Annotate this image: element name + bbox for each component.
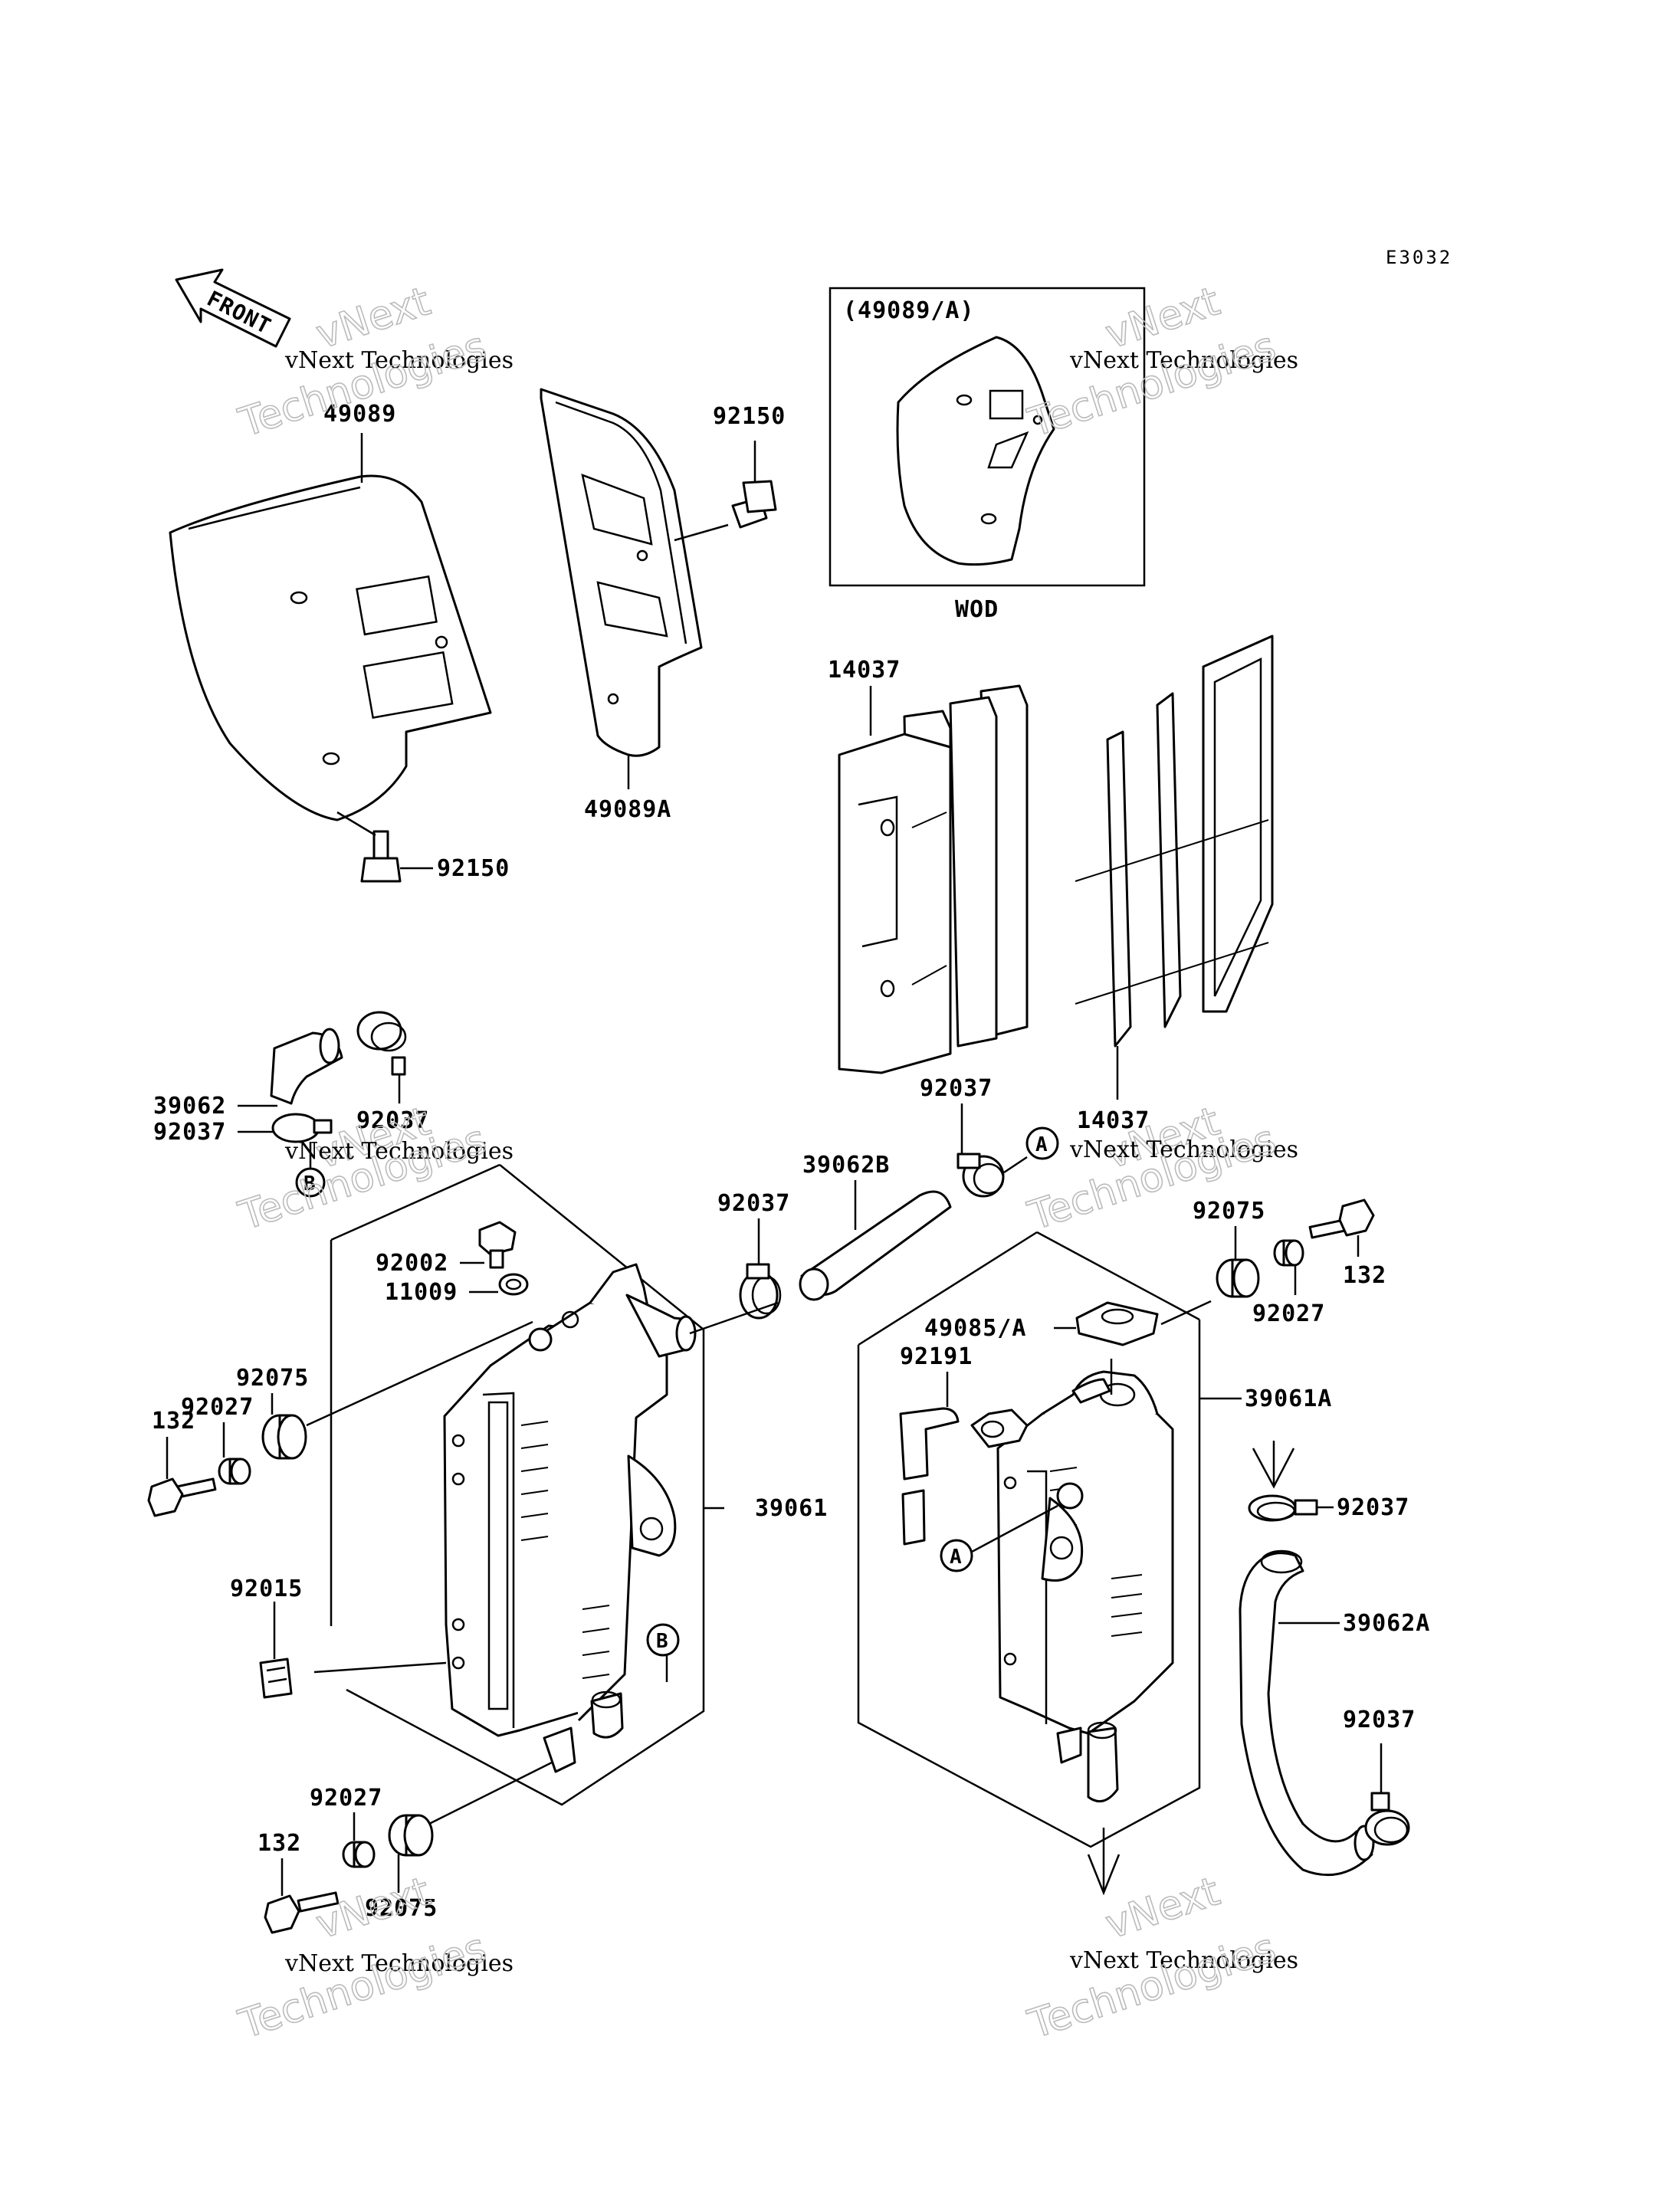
svg-text:B: B [656,1630,669,1653]
hose-clamp-92037-left-icon [271,1113,333,1143]
marker-b-top: B [295,1167,326,1198]
callout-92037-left-upper: 92037 [356,1107,429,1134]
svg-text:Technologies: Technologies [234,1925,492,2048]
hose-clamp-92037-right-icon [1248,1494,1318,1522]
hose-clamp-92037-bottom-right-icon [1364,1792,1410,1846]
radiator-shroud-49089-icon [169,474,492,821]
front-arrow-icon: FRONT [175,268,291,348]
tube-92191-icon [899,1407,960,1546]
callout-92027-bottom: 92027 [310,1785,382,1812]
svg-text:vNext: vNext [310,1868,435,1948]
callout-92037-bottom-right: 92037 [1343,1707,1416,1733]
watermark-top-right: vNext vNext Technologies Technologies [1022,278,1298,448]
svg-text:vNext Technologies: vNext Technologies [1069,347,1298,374]
hose-clamp-92037-upper-icon [356,1011,407,1076]
grommet-92075-left-icon [261,1414,307,1460]
bolt-132-right-icon [1308,1199,1375,1239]
grommet-92075-bottom-icon [388,1814,434,1857]
callout-92075-left: 92075 [236,1365,309,1392]
callout-92027-right: 92027 [1252,1300,1325,1327]
callout-92150-top: 92150 [713,403,786,430]
callout-92037-left: 92037 [153,1119,226,1146]
svg-text:vNext Technologies: vNext Technologies [1069,1136,1298,1163]
diagram-code: E3032 [1386,247,1452,268]
svg-text:Technologies: Technologies [1023,1925,1281,2048]
watermark-mid-left: vNext vNext Technologies Technologies [233,1098,514,1241]
callout-92075-bottom: 92075 [365,1895,438,1922]
hose-39062-icon [270,1028,343,1105]
callout-39062a: 39062A [1343,1610,1430,1637]
collar-92027-right-icon [1273,1239,1304,1267]
svg-text:A: A [950,1546,963,1569]
callout-92150-bottom: 92150 [437,855,510,882]
callout-14037-top: 14037 [828,657,901,684]
svg-text:vNext Technologies: vNext Technologies [284,1950,514,1977]
callout-92037-mid: 92037 [717,1190,790,1217]
bolt-92002-icon [478,1221,517,1269]
inset-caption: WOD [955,596,999,623]
callout-92002: 92002 [376,1250,448,1277]
callout-132-bottom: 132 [258,1830,301,1857]
callout-39061a: 39061A [1245,1385,1332,1412]
svg-text:vNext Technologies: vNext Technologies [284,1138,514,1165]
callout-49085a: 49085/A [924,1315,1026,1342]
svg-text:vNext: vNext [1100,1868,1225,1948]
marker-a-top: A [1025,1126,1059,1160]
radiator-cap-49085a-icon [1075,1301,1159,1346]
washer-11009-icon [498,1273,529,1296]
watermark-bottom-left: vNext vNext Technologies Technologies [233,1868,514,2049]
svg-text:vNext Technologies: vNext Technologies [1069,1947,1298,1974]
callout-92037-top-right: 92037 [920,1075,993,1102]
collar-92027-left-icon [218,1458,251,1485]
hose-39062b-icon [799,1190,952,1301]
svg-text:A: A [1035,1133,1048,1156]
radiator-guard-14037-left-icon [838,684,1029,1074]
svg-text:vNext Technologies: vNext Technologies [284,347,514,374]
marker-a-radiator: A [940,1539,973,1572]
callout-92037-right: 92037 [1337,1494,1409,1521]
hose-39062a-icon [1239,1549,1375,1877]
callout-39061: 39061 [755,1495,828,1522]
shroud-wod-icon [896,336,1055,566]
svg-text:B: B [304,1172,317,1195]
marker-b-radiator: B [646,1623,680,1657]
callout-39062b: 39062B [802,1152,890,1179]
callout-49089a: 49089A [584,796,671,823]
inset-title: (49089/A) [843,297,975,324]
callout-92191: 92191 [900,1343,973,1370]
callout-11009: 11009 [385,1279,458,1306]
hose-clamp-92037-top-right-icon [956,1153,1005,1198]
collar-92027-bottom-icon [342,1841,376,1868]
bolt-92150-bottom-icon [360,830,402,883]
callout-49089: 49089 [323,401,396,428]
callout-14037-right: 14037 [1077,1107,1150,1134]
callout-132-right: 132 [1343,1262,1386,1289]
callout-92075-right: 92075 [1193,1198,1265,1225]
callout-92027-left: 92027 [181,1394,254,1421]
grommet-92075-right-icon [1216,1258,1260,1298]
bolt-92150-top-icon [731,480,777,529]
callout-92015: 92015 [230,1576,303,1602]
shroud-panel-49089a-icon [540,388,703,757]
bolt-132-left-icon [147,1477,217,1517]
radiator-39061-icon [443,1263,697,1773]
hose-clamp-92037-mid-icon [739,1263,782,1320]
clip-92015-icon [259,1658,293,1699]
callout-39062: 39062 [153,1093,226,1120]
radiator-guard-14037-right-icon [1075,635,1274,1048]
watermark-bottom-right: vNext vNext Technologies Technologies [1022,1868,1298,2049]
radiator-39061a-icon [970,1370,1174,1803]
inset-wod: (49089/A) WOD [829,287,1146,623]
callout-132-left: 132 [152,1408,195,1435]
bolt-132-bottom-icon [264,1891,340,1934]
